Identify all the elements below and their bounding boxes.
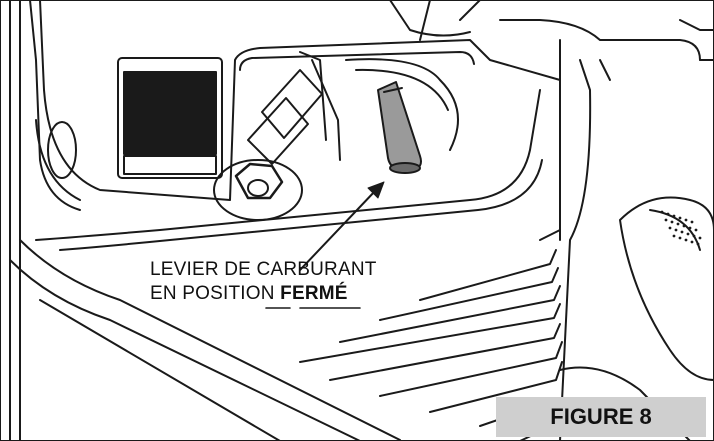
knob-grip-dots xyxy=(660,210,702,246)
callout-line-2-prefix: EN POSITION xyxy=(150,283,281,304)
callout-arrow xyxy=(299,181,385,271)
fuel-lever xyxy=(377,81,422,174)
fuel-line-fitting xyxy=(213,69,323,221)
callout-line-2: EN POSITION FERMÉ xyxy=(150,282,347,306)
body-top-contour xyxy=(39,0,561,201)
cooling-fins xyxy=(299,229,563,441)
left-casing xyxy=(9,0,401,441)
tank-shoulder xyxy=(35,89,541,241)
figure-label: FIGURE 8 xyxy=(550,404,652,429)
fuel-valve-body xyxy=(239,0,481,161)
rectangular-tab xyxy=(117,57,223,179)
figure-label-badge: FIGURE 8 xyxy=(496,397,706,437)
right-side-body xyxy=(499,19,714,441)
callout-emphasis: FERMÉ xyxy=(280,283,348,304)
